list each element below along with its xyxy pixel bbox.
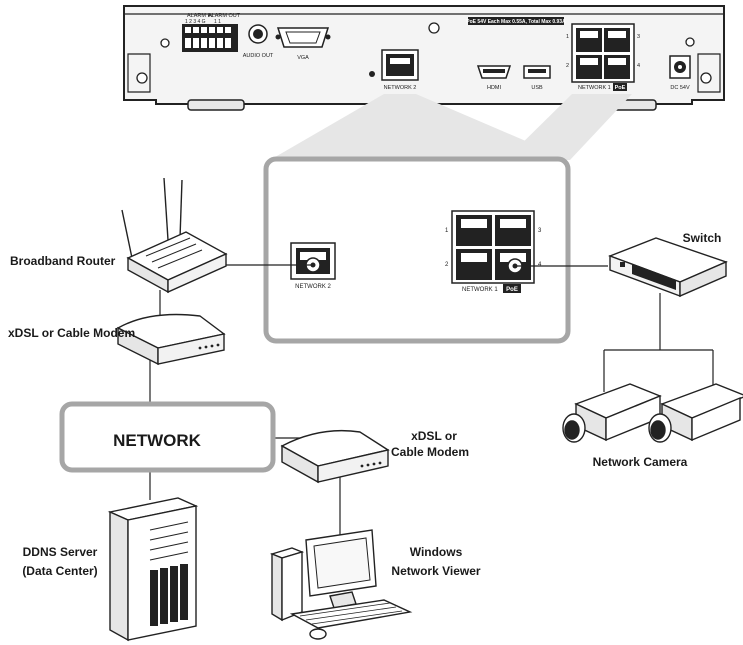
ddns-server-icon bbox=[107, 497, 199, 642]
screw-icon bbox=[160, 38, 170, 48]
svg-text:2: 2 bbox=[566, 63, 569, 69]
nvr-rear-panel: ALARM IN 1 2 3 4 G ALARM OUT 1 1 AUDIO O… bbox=[123, 5, 725, 111]
svg-text:NETWORK 2: NETWORK 2 bbox=[384, 85, 417, 91]
ground-screw-icon bbox=[428, 22, 440, 34]
modem-left-label: xDSL or Cable Modem bbox=[8, 326, 135, 340]
svg-text:NETWORK 1: NETWORK 1 bbox=[578, 85, 611, 91]
svg-text:3: 3 bbox=[538, 228, 542, 234]
windows-pc-icon bbox=[269, 529, 413, 640]
svg-text:HDMI: HDMI bbox=[487, 85, 502, 91]
alarm-terminal-block: ALARM IN 1 2 3 4 G ALARM OUT 1 1 bbox=[182, 13, 241, 52]
zoom-network1-poe-ports: 1 2 3 4 NETWORK 1 PoE bbox=[445, 210, 542, 293]
zoom-projection bbox=[505, 94, 632, 160]
svg-text:1: 1 bbox=[445, 228, 449, 234]
svg-text:NETWORK 2: NETWORK 2 bbox=[295, 284, 331, 290]
modem-right-label-line2: Cable Modem bbox=[391, 445, 469, 459]
svg-text:4: 4 bbox=[538, 262, 542, 268]
svg-text:PoE: PoE bbox=[506, 287, 518, 293]
svg-text:3: 3 bbox=[637, 34, 640, 40]
poe-spec-text: PoE 54V Each Max 0.55A, Total Max 0.93A bbox=[466, 19, 566, 25]
ddns-label-line1: DDNS Server bbox=[23, 545, 98, 559]
network-camera-icon bbox=[562, 383, 662, 443]
zoom-projection bbox=[270, 94, 570, 160]
ddns-label-line2: (Data Center) bbox=[22, 564, 97, 578]
svg-text:PoE: PoE bbox=[615, 85, 626, 91]
screw-icon bbox=[136, 72, 148, 84]
rubber-foot bbox=[187, 99, 245, 111]
switch-label: Switch bbox=[683, 231, 722, 245]
network-camera-icon bbox=[648, 383, 743, 443]
network1-poe-ports: 1 2 3 4 NETWORK 1 PoE bbox=[566, 23, 640, 91]
svg-text:1: 1 bbox=[566, 34, 569, 40]
switch-icon bbox=[608, 237, 728, 298]
modem-right-icon bbox=[280, 429, 390, 484]
audio-out-port: AUDIO OUT bbox=[243, 24, 274, 59]
svg-text:NETWORK 1: NETWORK 1 bbox=[462, 287, 498, 293]
router-label: Broadband Router bbox=[10, 254, 116, 268]
broadband-router-icon bbox=[121, 177, 228, 294]
vga-port: VGA bbox=[275, 27, 331, 61]
svg-text:2: 2 bbox=[445, 262, 449, 268]
reset-hole-icon bbox=[369, 71, 375, 77]
network-cloud-box bbox=[59, 401, 276, 473]
modem-right-label-line1: xDSL or bbox=[411, 429, 457, 443]
svg-text:ALARM OUT: ALARM OUT bbox=[208, 13, 241, 19]
screw-icon bbox=[700, 72, 712, 84]
network2-port: NETWORK 2 bbox=[381, 49, 419, 91]
svg-text:AUDIO OUT: AUDIO OUT bbox=[243, 53, 274, 59]
svg-text:1 1: 1 1 bbox=[214, 19, 221, 25]
svg-text:4: 4 bbox=[637, 63, 640, 69]
connection-lines bbox=[149, 264, 714, 540]
svg-text:1 2 3 4 G: 1 2 3 4 G bbox=[185, 19, 206, 25]
poe-spec-strip bbox=[468, 17, 564, 25]
viewer-label-line1: Windows bbox=[410, 545, 463, 559]
svg-text:DC 54V: DC 54V bbox=[670, 85, 690, 91]
screw-icon bbox=[685, 37, 695, 47]
viewer-label-line2: Network Viewer bbox=[391, 564, 480, 578]
zoom-network2-port: NETWORK 2 bbox=[290, 242, 336, 290]
zoom-callout-box bbox=[263, 156, 571, 344]
usb-port: USB bbox=[523, 65, 551, 91]
camera-label: Network Camera bbox=[593, 455, 688, 469]
svg-text:ALARM IN: ALARM IN bbox=[187, 13, 213, 19]
network-label: NETWORK bbox=[113, 431, 202, 450]
dc-power-port: DC 54V bbox=[669, 55, 691, 91]
hdmi-port: HDMI bbox=[476, 65, 512, 91]
modem-left-icon bbox=[116, 313, 226, 366]
svg-text:USB: USB bbox=[531, 85, 543, 91]
svg-text:VGA: VGA bbox=[297, 55, 309, 61]
